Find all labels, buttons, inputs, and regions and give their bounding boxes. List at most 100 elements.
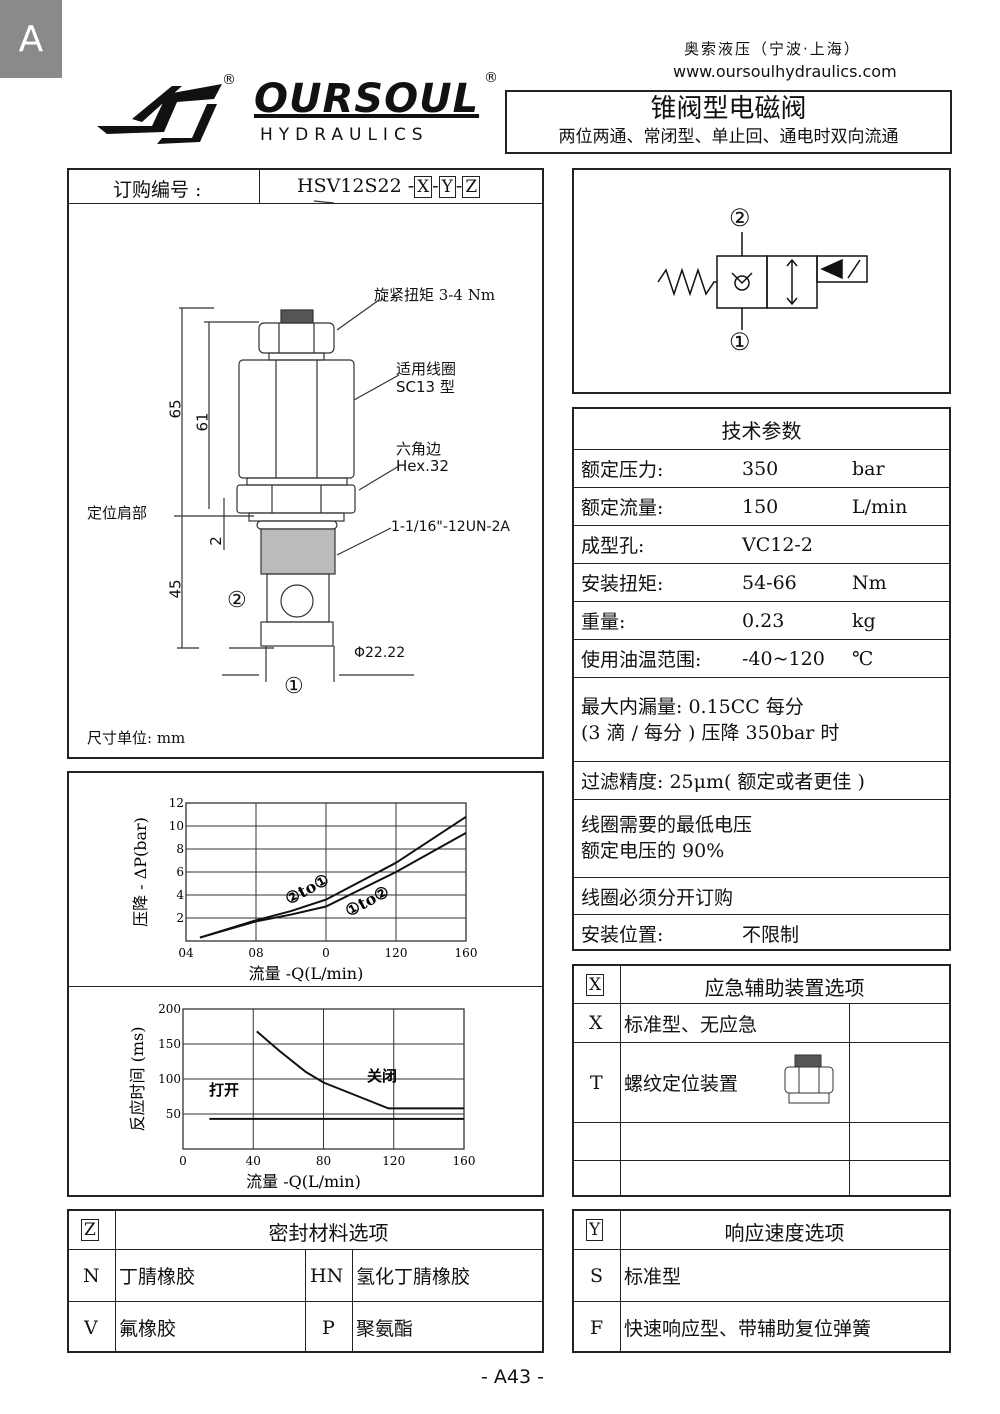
website[interactable]: www.oursoulhydraulics.com (673, 62, 897, 81)
x-tick-label: 80 (316, 1154, 331, 1168)
diameter-label: Φ22.22 (354, 645, 406, 661)
option-code: S (590, 1264, 604, 1287)
coil-order-row: 线圈必须分开订购 (574, 877, 949, 914)
tech-title: 技术参数 (721, 419, 802, 443)
param-value: VC12-2 (742, 533, 813, 556)
dimension-61: 61 (193, 412, 212, 432)
company-cn-name: 奥索液压（宁波·上海） (684, 40, 861, 58)
x-tick-label: 120 (382, 1154, 405, 1168)
param-label: 使用油温范围: (581, 649, 702, 671)
series-label: 打开 (209, 1081, 239, 1099)
x-axis-label: 流量 -Q(L/min) (246, 1172, 361, 1191)
x-tick-label: 160 (453, 1154, 476, 1168)
screw-detent-icon (784, 1054, 834, 1104)
param-value: 350 (742, 457, 779, 480)
param-label: 安装扭矩: (581, 573, 664, 595)
tech-row: 成型孔: VC12-2 (574, 525, 949, 563)
series-label: ②to① (282, 870, 332, 909)
param-label: 重量: (581, 611, 626, 633)
option-code: V (84, 1316, 98, 1339)
hex-size-label: Hex.32 (396, 457, 449, 475)
y-tick-label: 10 (169, 819, 184, 833)
dimension-drawing-panel: 订购编号 : HSV12S22 -X-Y-Z 旋紧扭矩 3-4 Nm 适用线圈 … (67, 168, 544, 759)
option-code: HN (310, 1264, 344, 1287)
option-code: T (590, 1071, 603, 1094)
param-value: 54-66 (742, 571, 797, 594)
y-axis-label: 压降 - ΔP(bar) (131, 817, 150, 927)
empty-row (574, 1160, 949, 1197)
coil-label: 适用线圈 (396, 360, 457, 378)
thread-label: 1-1/16"-12UN-2A (391, 519, 510, 535)
y-tick-label: 200 (158, 1002, 181, 1016)
leakage: 最大内漏量: 0.15CC 每分 (581, 696, 804, 718)
option-code: X (589, 1012, 603, 1034)
z-option-code: Z (81, 1219, 99, 1241)
option-desc: 聚氨酯 (356, 1318, 414, 1340)
tech-row: 使用油温范围: -40~120 ℃ (574, 639, 949, 677)
logo-mark-icon (97, 84, 222, 144)
series-line (256, 1030, 464, 1110)
y-tick-label: 8 (176, 842, 184, 856)
shoulder-label: 定位肩部 (87, 504, 148, 522)
param-label: 成型孔: (581, 535, 645, 557)
param-unit: L/min (852, 495, 908, 518)
param-unit: ℃ (852, 647, 874, 670)
tech-row: 额定压力: 350 bar (574, 449, 949, 487)
y-tick-label: 50 (166, 1107, 181, 1121)
x-tick-label: 08 (248, 946, 263, 960)
option-desc: 丁腈橡胶 (119, 1266, 196, 1288)
x-tick-label: 0 (322, 946, 330, 960)
param-label: 额定压力: (581, 459, 664, 481)
order-code-label: 订购编号 : (113, 179, 202, 201)
series-line (199, 832, 467, 939)
voltage-row: 线圈需要的最低电压额定电压的 90% (574, 799, 949, 877)
code-y: Y (438, 176, 456, 198)
registered-mark: ® (222, 72, 236, 88)
x-option-code: X (586, 974, 605, 996)
filtration: 过滤精度: 25μm( 额定或者更佳 ) (581, 771, 865, 793)
order-code-base: HSV12S22 - (297, 175, 415, 197)
port-1-label: ① (284, 674, 304, 699)
param-unit: kg (852, 609, 876, 632)
y-tick-label: 2 (176, 911, 184, 925)
symbol-port-2: ② (729, 204, 751, 232)
brand-sub: HYDRAULICS (260, 125, 429, 145)
x-tick-label: 04 (178, 946, 194, 960)
order-code: HSV12S22 -X-Y-Z (297, 175, 481, 198)
page-subtitle: 两位两通、常闭型、单止回、通电时双向流通 (558, 127, 899, 147)
y-axis-label: 反应时间 (ms) (128, 1027, 147, 1132)
min-voltage-value: 额定电压的 90% (581, 840, 725, 862)
page-number: - A43 - (481, 1366, 544, 1388)
option-desc: 氟橡胶 (119, 1318, 177, 1340)
company-logo: ® OURSOUL ® HYDRAULICS (92, 70, 498, 149)
param-value: -40~120 (742, 647, 825, 670)
page-tab: A (0, 0, 62, 78)
coil-type-label: SC13 型 (396, 378, 455, 396)
series-label: 关闭 (367, 1067, 397, 1085)
option-desc: 标准型、无应急 (624, 1013, 758, 1036)
symbol-port-1: ① (729, 328, 751, 356)
filtration-row: 过滤精度: 25μm( 额定或者更佳 ) (574, 761, 949, 799)
option-code: F (590, 1316, 604, 1339)
mount-label: 安装位置: (581, 923, 664, 946)
option-row[interactable]: X 标准型、无应急 (574, 1003, 949, 1042)
option-code: N (83, 1264, 100, 1287)
y-tick-label: 100 (158, 1072, 181, 1086)
leakage-note: (3 滴 / 每分 ) 压降 350bar 时 (581, 722, 840, 744)
dimension-45: 45 (166, 579, 185, 599)
chart-divider (69, 986, 542, 987)
empty-row (574, 1122, 949, 1160)
param-unit: bar (852, 457, 885, 480)
title-box: 锥阀型电磁阀 两位两通、常闭型、单止回、通电时双向流通 (505, 90, 952, 154)
brand-name: OURSOUL (254, 76, 480, 122)
param-value: 150 (742, 495, 779, 518)
